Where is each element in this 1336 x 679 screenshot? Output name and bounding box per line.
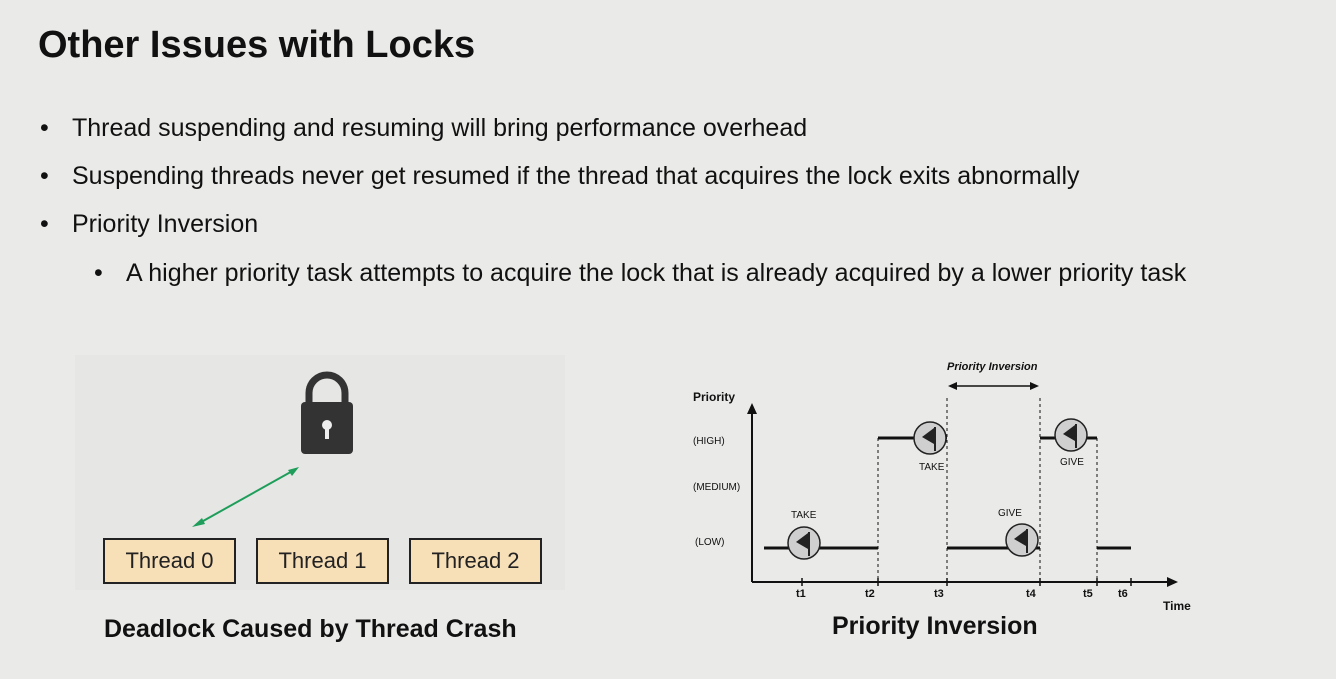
right-figure-caption: Priority Inversion [832,612,1038,640]
inversion-span-label: Priority Inversion [947,361,1038,373]
level-label-medium: (MEDIUM) [693,482,740,493]
sub-bullet-text: A higher priority task attempts to acqui… [126,259,1187,287]
thread-box: Thread 1 [256,538,389,584]
bullet-dot: • [94,259,103,287]
bullet-dot: • [40,162,49,190]
level-label-high: (HIGH) [693,436,725,447]
tick-label: t6 [1118,588,1128,600]
bullet-item: • Thread suspending and resuming will br… [40,114,808,143]
bullet-text: Priority Inversion [72,210,259,238]
slide-title: Other Issues with Locks [38,24,476,66]
padlock-icon [301,371,353,454]
bullet-item: • Priority Inversion [40,210,259,239]
thread-box: Thread 0 [103,538,236,584]
double-arrow-icon [192,467,299,527]
y-axis-arrow-icon [747,403,757,414]
bullet-item: • Suspending threads never get resumed i… [40,162,1080,191]
tick-label: t4 [1026,588,1037,600]
x-axis-arrow-icon [1167,577,1178,587]
tick-label: t1 [796,588,806,600]
tick-label: t5 [1083,588,1093,600]
bullet-text: Suspending threads never get resumed if … [72,162,1080,190]
flag-icon [1005,523,1039,557]
span-arrow-left-icon [948,382,957,390]
flag-icon [787,526,821,560]
tick-marks [801,578,1132,586]
left-figure-caption: Deadlock Caused by Thread Crash [104,615,517,643]
bullet-dot: • [40,114,49,142]
y-axis-label: Priority [693,390,735,404]
tick-label: t3 [934,588,944,600]
bullet-text: Thread suspending and resuming will brin… [72,114,808,142]
flag-icon [1054,418,1088,452]
sub-bullet-item: • A higher priority task attempts to acq… [94,259,1187,288]
level-label-low: (LOW) [695,537,724,548]
thread-box: Thread 2 [409,538,542,584]
tick-label: t2 [865,588,875,600]
bullet-dot: • [40,210,49,238]
x-axis-label: Time [1163,599,1191,613]
event-label: TAKE [791,510,817,521]
event-label: TAKE [919,462,945,473]
flag-icon [913,421,947,455]
dashed-guides [877,398,1098,582]
event-label: GIVE [998,508,1022,519]
span-arrow-right-icon [1030,382,1039,390]
event-label: GIVE [1060,457,1084,468]
